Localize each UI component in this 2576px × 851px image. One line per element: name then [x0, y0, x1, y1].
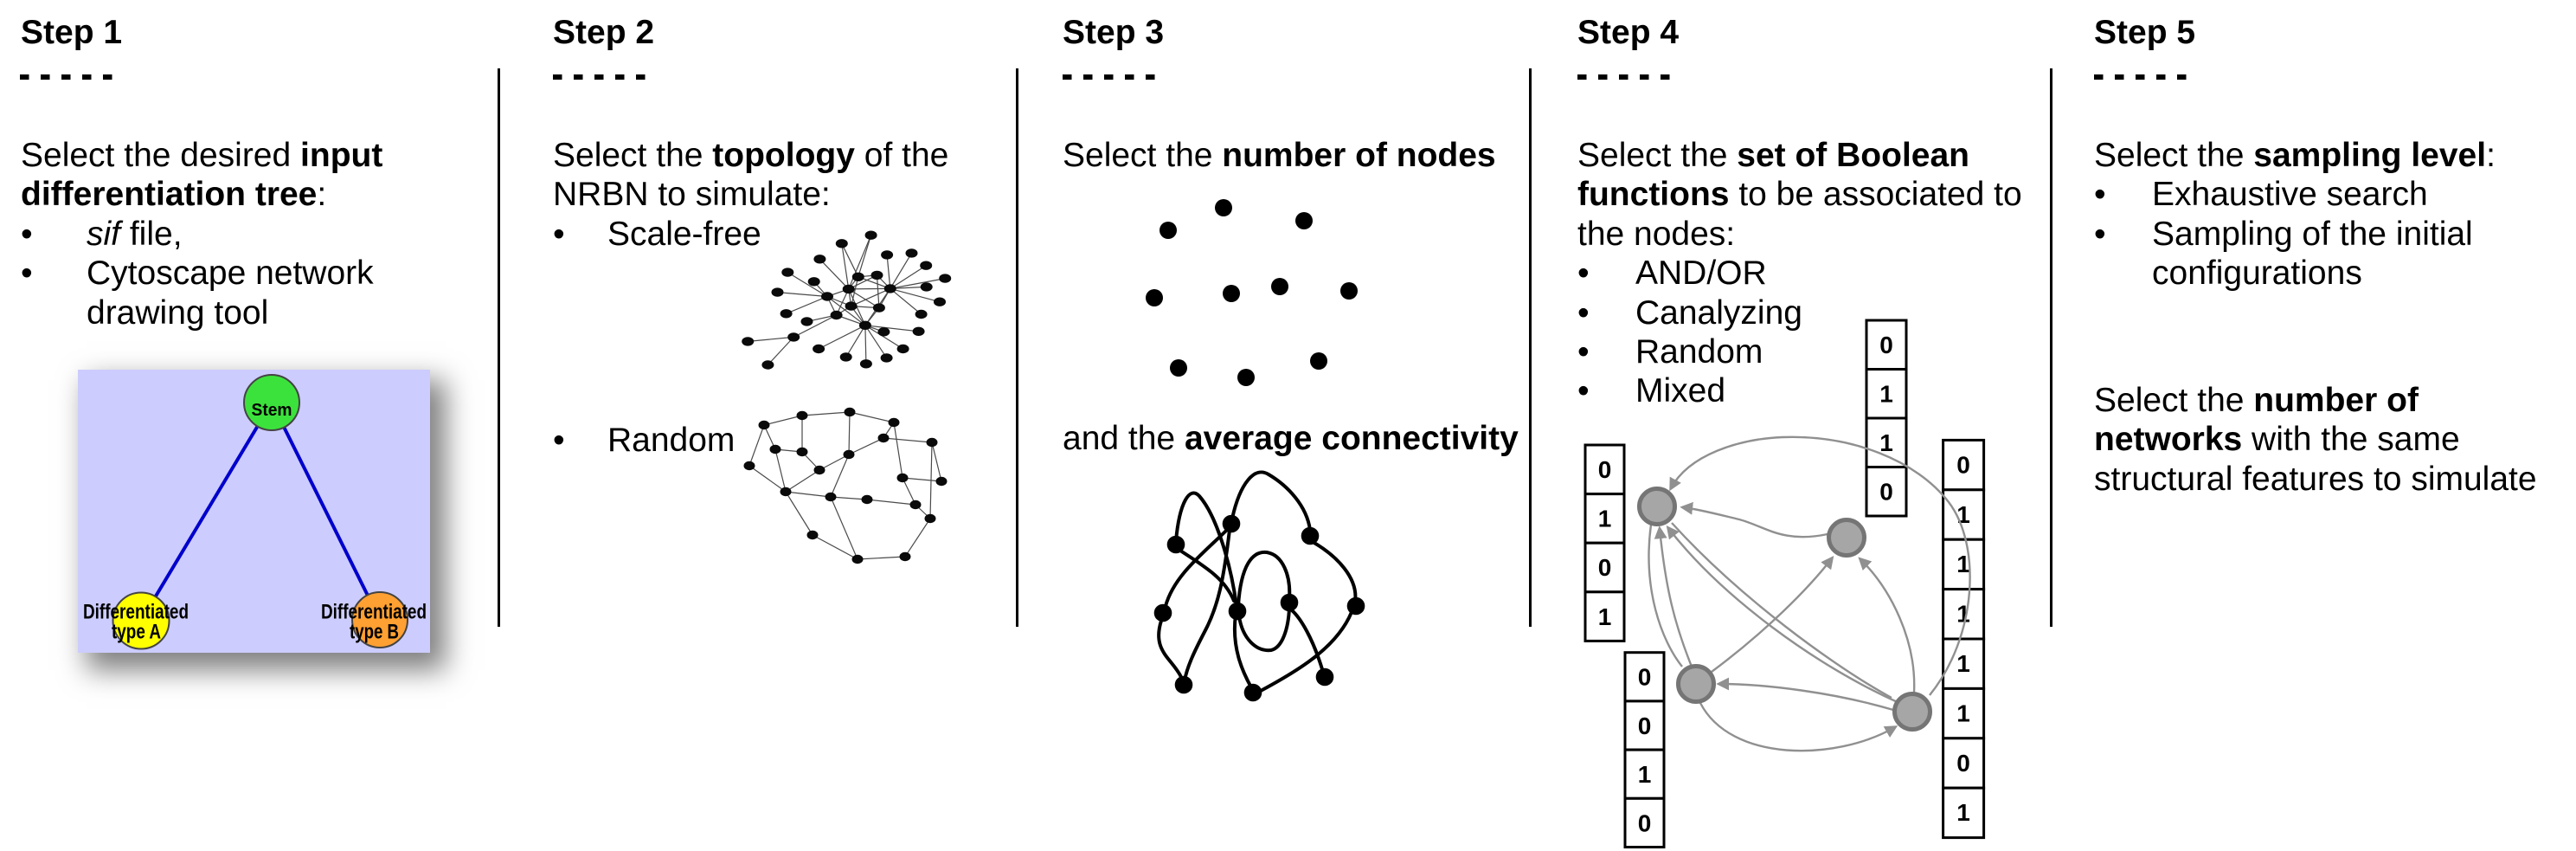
svg-text:Differentiated: Differentiated	[321, 600, 427, 623]
svg-text:type A: type A	[112, 621, 161, 644]
svg-text:0: 0	[1956, 451, 1970, 478]
svg-text:1: 1	[1879, 429, 1893, 456]
svg-text:0: 0	[1956, 750, 1970, 777]
svg-text:0: 0	[1879, 479, 1893, 506]
svg-text:1: 1	[1956, 501, 1970, 528]
svg-text:1: 1	[1598, 506, 1612, 532]
svg-text:0: 0	[1879, 332, 1893, 358]
svg-text:1: 1	[1956, 799, 1970, 826]
svg-text:0: 0	[1638, 809, 1652, 836]
svg-text:0: 0	[1598, 456, 1612, 483]
svg-text:Differentiated: Differentiated	[83, 600, 189, 623]
svg-text:0: 0	[1638, 664, 1652, 691]
svg-text:1: 1	[1956, 699, 1970, 726]
svg-text:1: 1	[1956, 650, 1970, 677]
svg-text:1: 1	[1638, 761, 1652, 788]
svg-text:0: 0	[1598, 554, 1612, 581]
svg-text:0: 0	[1638, 712, 1652, 739]
svg-text:1: 1	[1879, 381, 1893, 408]
svg-text:1: 1	[1598, 603, 1612, 630]
svg-text:type B: type B	[350, 621, 399, 644]
svg-text:1: 1	[1956, 551, 1970, 577]
svg-text:Stem: Stem	[252, 401, 292, 420]
